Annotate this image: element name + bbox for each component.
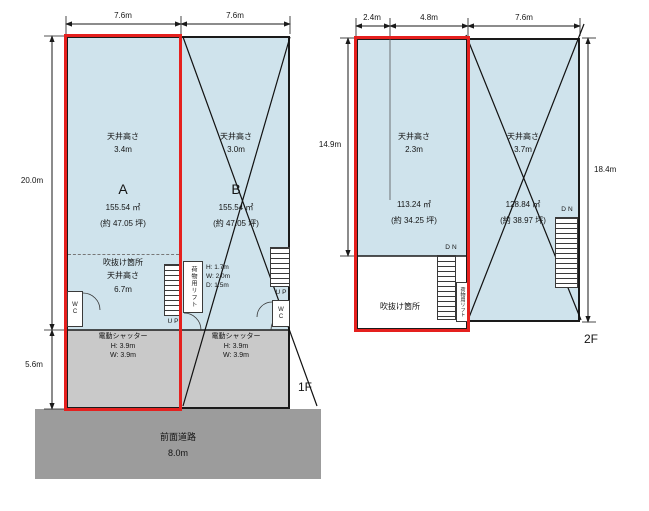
unit-b-lift-h: H: 1.7m bbox=[206, 264, 229, 271]
2f-lift-label: 荷物用リフト bbox=[459, 287, 466, 317]
unit-a-void-ceiling-value: 6.7m bbox=[114, 285, 132, 294]
unit-a-shutter-w: W: 3.9m bbox=[110, 352, 136, 359]
1f-dim-top-b: 7.6m bbox=[226, 11, 244, 20]
1f-shutter-zone bbox=[66, 330, 290, 409]
unit-b-shutter-label: 電動シャッター bbox=[211, 333, 261, 340]
2f-lift: 荷物用リフト bbox=[456, 282, 468, 322]
2f-right-stairs-label: DN bbox=[561, 206, 575, 213]
front-road-area: 前面道路 8.0m bbox=[35, 409, 321, 479]
unit-b-shutter-h: H: 3.9m bbox=[223, 343, 249, 350]
unit-b-lift-d: D: 1.5m bbox=[206, 282, 229, 289]
1f-dim-top-a: 7.6m bbox=[114, 11, 132, 20]
unit-a-void-ceiling-label: 天井高さ bbox=[107, 271, 139, 280]
unit-b-area: 155.54 ㎡ bbox=[218, 203, 254, 212]
floor1-label: 1F bbox=[298, 380, 313, 394]
2f-left-stairs bbox=[437, 255, 456, 320]
unit-b-name: B bbox=[231, 181, 241, 197]
2f-right-stairs bbox=[555, 217, 578, 288]
1f-dim-left-total: 20.0m bbox=[20, 176, 44, 185]
unit-b-wc-room: WC bbox=[272, 300, 290, 327]
2f-dim-right: 18.4m bbox=[594, 165, 617, 174]
2f-dim-left: 14.9m bbox=[318, 140, 342, 149]
2f-left-ceiling-value: 2.3m bbox=[405, 145, 423, 154]
unit-a-name: A bbox=[118, 181, 128, 197]
unit-b-ceiling-label: 天井高さ bbox=[220, 132, 252, 141]
unit-b-lift: 荷物用リフト bbox=[183, 261, 203, 313]
road-width-value: 8.0m bbox=[167, 448, 188, 458]
2f-left-area-tsubo: (約 34.25 坪) bbox=[391, 216, 437, 225]
1f-dim-left-lower: 5.6m bbox=[25, 360, 43, 369]
2f-left-ceiling-label: 天井高さ bbox=[398, 132, 430, 141]
unit-a-void-label: 吹抜け箇所 bbox=[103, 258, 143, 267]
2f-right-ceiling-value: 3.7m bbox=[514, 145, 532, 154]
unit-b-wc-label: WC bbox=[278, 306, 284, 321]
unit-b-lift-w: W: 2.0m bbox=[206, 273, 231, 280]
unit-a-void-divider bbox=[68, 254, 179, 255]
2f-dim-top-2: 4.8m bbox=[420, 13, 438, 22]
road-label: 前面道路 bbox=[159, 432, 196, 442]
unit-a-ceiling-value: 3.4m bbox=[114, 145, 132, 154]
unit-b-stairs-label: UP bbox=[275, 289, 289, 296]
2f-dim-top-3: 7.6m bbox=[515, 13, 533, 22]
unit-a-shutter-h: H: 3.9m bbox=[110, 343, 136, 350]
unit-b-lift-dims: H: 1.7m W: 2.0m D: 1.5m bbox=[206, 263, 230, 290]
unit-a-wc-label: WC bbox=[72, 302, 78, 316]
unit-a-wc-room: WC bbox=[67, 291, 83, 327]
unit-b-lift-label: 荷物用リフト bbox=[190, 266, 196, 308]
2f-left-floor-area bbox=[356, 38, 468, 256]
2f-left-void-label: 吹抜け箇所 bbox=[380, 302, 420, 311]
2f-right-ceiling-label: 天井高さ bbox=[507, 132, 539, 141]
unit-b-ceiling-value: 3.0m bbox=[227, 145, 245, 154]
unit-a-stairs-label: UP bbox=[167, 318, 181, 325]
unit-b-stairs bbox=[270, 247, 290, 287]
2f-left-stairs-label: DN bbox=[445, 244, 459, 251]
2f-right-area: 128.84 ㎡ bbox=[505, 200, 541, 209]
2f-right-area-tsubo: (約 38.97 坪) bbox=[500, 216, 546, 225]
unit-a-area-tsubo: (約 47.05 坪) bbox=[100, 219, 146, 228]
floor2-label: 2F bbox=[584, 332, 599, 346]
2f-dim-top-1: 2.4m bbox=[363, 13, 381, 22]
unit-b-area-tsubo: (約 47.05 坪) bbox=[213, 219, 259, 228]
unit-a-stairs bbox=[164, 264, 181, 316]
unit-a-shutter-label: 電動シャッター bbox=[98, 333, 148, 340]
unit-a-area: 155.54 ㎡ bbox=[105, 203, 141, 212]
unit-b-shutter-w: W: 3.9m bbox=[223, 352, 249, 359]
2f-left-area: 113.24 ㎡ bbox=[396, 200, 432, 209]
unit-a-ceiling-label: 天井高さ bbox=[107, 132, 139, 141]
